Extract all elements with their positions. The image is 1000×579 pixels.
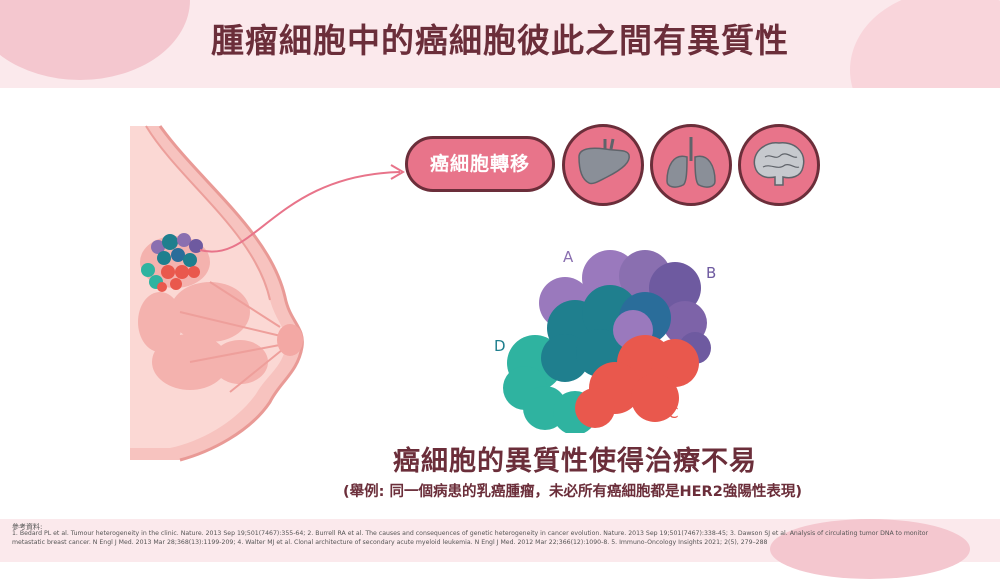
cluster-label-c: C xyxy=(668,404,679,422)
decor-blob xyxy=(770,519,970,579)
tumor-cluster-large xyxy=(503,250,711,433)
breast-illustration xyxy=(130,125,304,462)
metastasis-label: 癌細胞轉移 xyxy=(405,136,555,192)
cluster-label-d: D xyxy=(494,337,506,355)
cluster-label-a: A xyxy=(563,248,574,266)
page-title: 腫瘤細胞中的癌細胞彼此之間有異質性 xyxy=(211,21,789,60)
header-band xyxy=(0,0,1000,88)
subtitle: 癌細胞的異質性使得治療不易 xyxy=(393,446,757,477)
example-note: (舉例: 同一個病患的乳癌腫瘤，未必所有癌細胞都是HER2強陽性表現) xyxy=(343,484,802,500)
cluster-label-b: B xyxy=(706,264,717,282)
tumor-cluster-small xyxy=(141,233,203,292)
lungs-icon xyxy=(650,124,732,206)
liver-icon xyxy=(562,124,644,206)
brain-icon xyxy=(738,124,820,206)
metastasis-arrow xyxy=(199,164,405,253)
references-label: 參考資料: xyxy=(12,523,43,531)
references-text: 1. Bedard PL et al. Tumour heterogeneity… xyxy=(12,530,929,546)
